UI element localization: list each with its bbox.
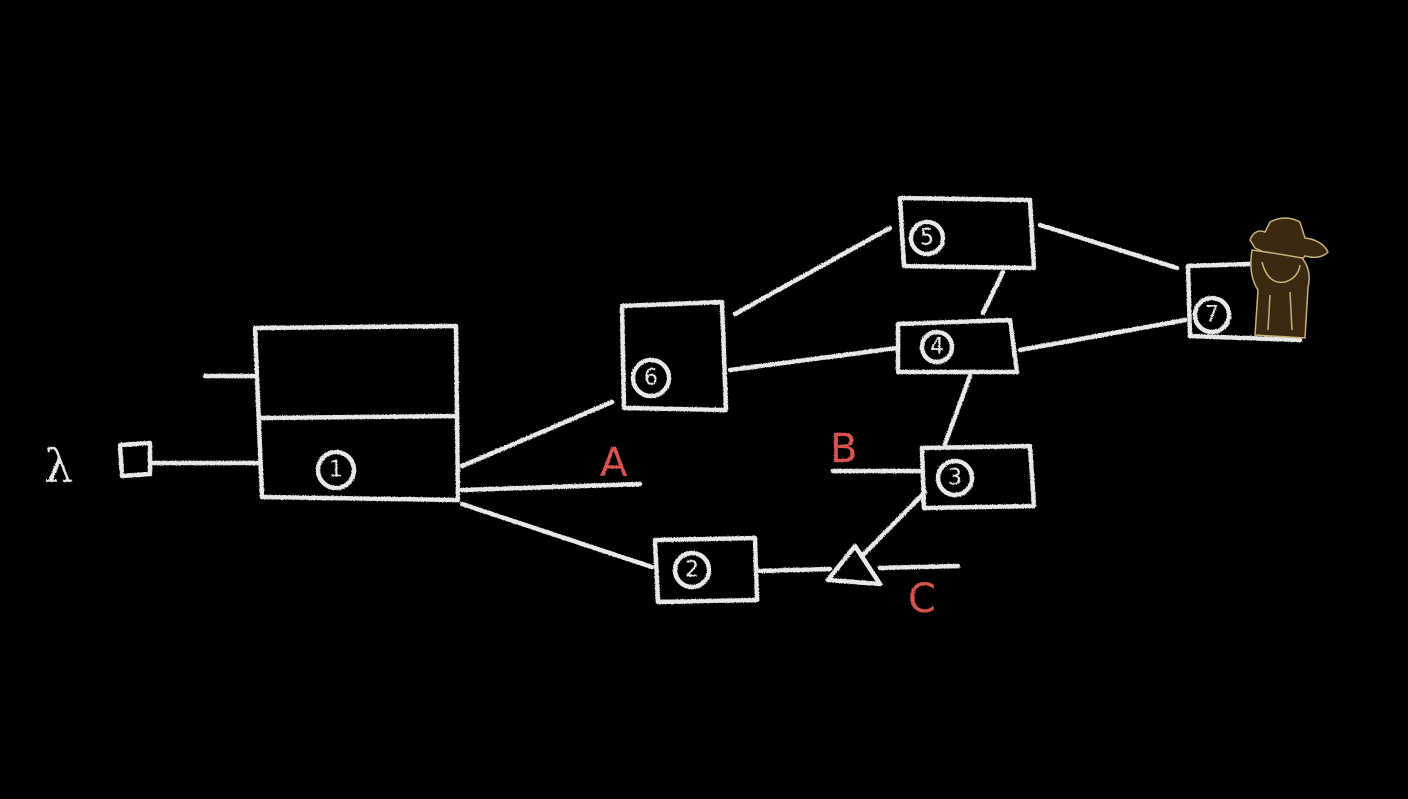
node-7[interactable]: 7 (1185, 261, 1303, 343)
cowboy-character-icon (1249, 217, 1329, 339)
edge-4-7 (1017, 317, 1188, 353)
node-6[interactable]: 6 (619, 299, 729, 413)
edge-4-3 (942, 373, 973, 447)
edge-triangle-3 (859, 489, 928, 559)
svg-text:4: 4 (930, 335, 944, 360)
svg-text:3: 3 (948, 466, 962, 491)
edge-2-triangle (757, 566, 833, 574)
svg-text:5: 5 (920, 226, 934, 251)
edge-6-5 (732, 225, 893, 317)
node-3[interactable]: 3 (919, 443, 1037, 511)
svg-text:6: 6 (644, 366, 658, 391)
lambda-label: λ (44, 439, 73, 493)
edge-1-A (459, 481, 643, 493)
node-1[interactable]: 1 (252, 323, 461, 503)
output-a-label: A (600, 440, 628, 486)
output-b-label: B (830, 426, 857, 472)
edge-5-4 (980, 269, 1006, 316)
node-4[interactable]: 4 (895, 317, 1020, 375)
triangle-splitter[interactable] (825, 543, 883, 587)
edge-1-6 (459, 399, 615, 469)
input-queue-box (117, 440, 153, 479)
output-c-label: C (908, 576, 936, 622)
edge-1-2 (459, 501, 655, 570)
node-5[interactable]: 5 (897, 195, 1037, 271)
svg-text:2: 2 (685, 558, 699, 583)
svg-text:7: 7 (1205, 303, 1219, 328)
svg-text:1: 1 (329, 458, 343, 483)
edge-6-4 (727, 345, 900, 373)
edge-5-7 (1037, 222, 1180, 271)
edge-triangle-C (877, 563, 961, 571)
node-2[interactable]: 2 (652, 535, 760, 605)
